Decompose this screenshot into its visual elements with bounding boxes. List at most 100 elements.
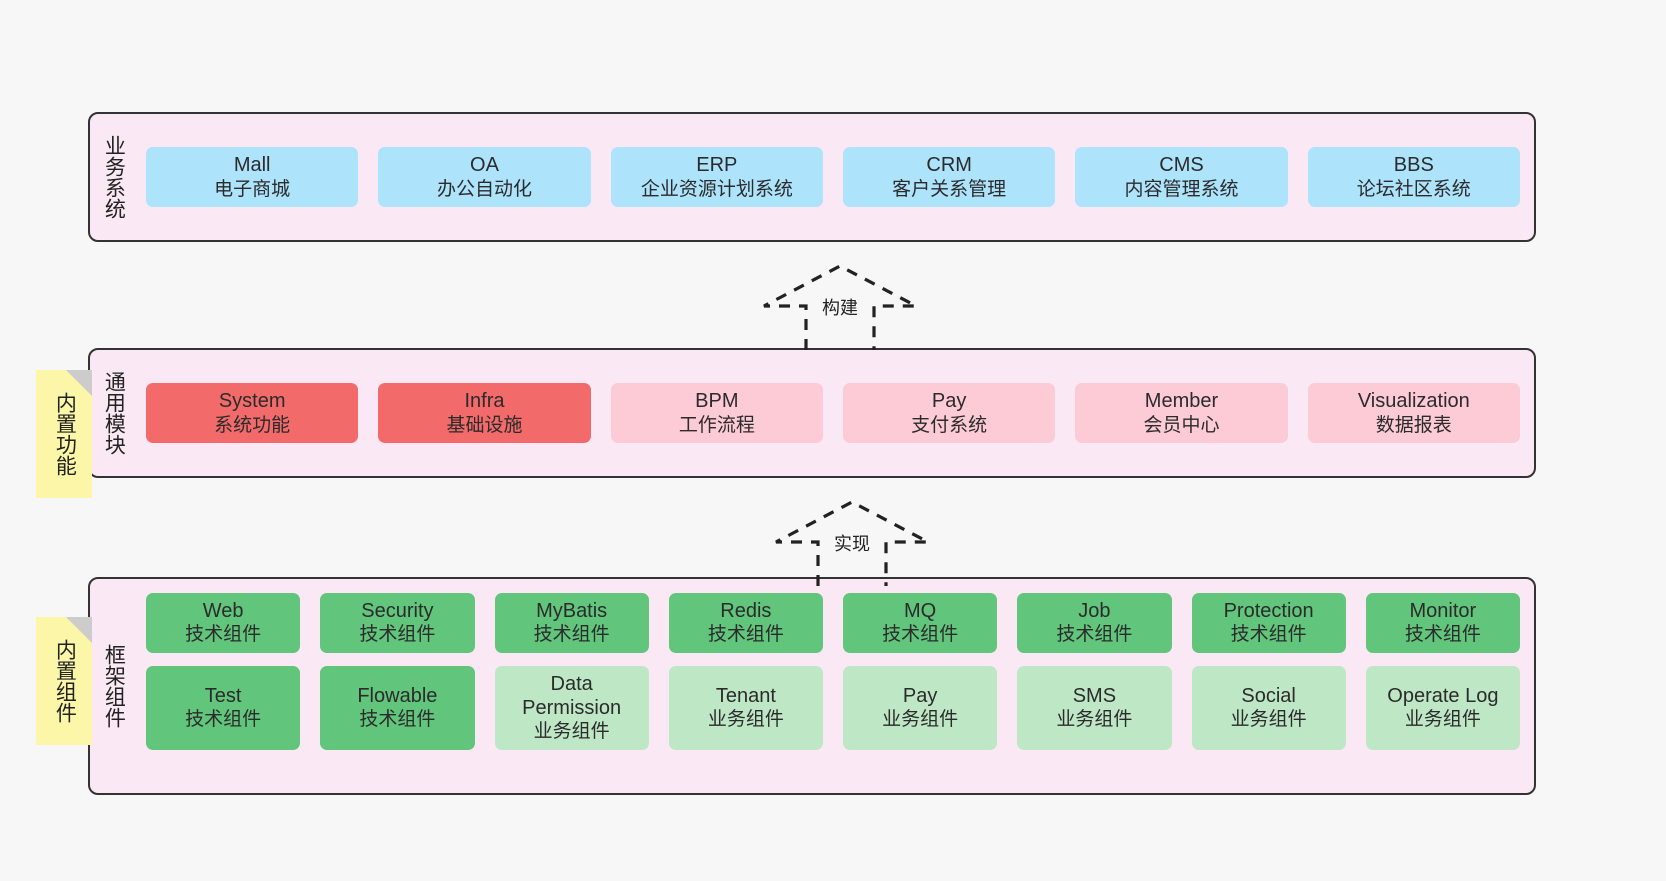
layer-title-business-system: 业务系统 xyxy=(102,135,126,219)
sticky-note-label: 内置功能 xyxy=(53,392,77,476)
card-flowable[interactable]: Flowable 技术组件 xyxy=(320,665,475,750)
card-title-cn: 技术组件 xyxy=(185,624,262,646)
card-sms[interactable]: SMS 业务组件 xyxy=(1017,665,1172,750)
card-monitor[interactable]: Monitor 技术组件 xyxy=(1365,593,1520,653)
layer-body-common-module: System 系统功能 Infra 基础设施 BPM 工作流程 Pay 支付系统… xyxy=(136,350,1534,476)
card-title-en: CMS xyxy=(1159,154,1204,177)
card-title-cn: 电子商城 xyxy=(214,178,291,200)
card-title-cn: 技术组件 xyxy=(533,624,610,646)
card-title-cn: 技术组件 xyxy=(359,624,436,646)
card-title-en: Job xyxy=(1078,600,1111,622)
card-title-cn: 论坛社区系统 xyxy=(1356,178,1471,200)
layer-business-system: 业务系统 Mall 电子商城 OA 办公自动化 ERP 企业资源计划系统 CRM… xyxy=(88,112,1536,242)
card-title-cn: 业务组件 xyxy=(1404,709,1481,731)
card-mall[interactable]: Mall 电子商城 xyxy=(146,147,359,207)
card-title-en: Infra xyxy=(464,390,505,413)
card-title-en: Mall xyxy=(233,154,271,177)
card-cms[interactable]: CMS 内容管理系统 xyxy=(1075,147,1288,207)
card-redis[interactable]: Redis 技术组件 xyxy=(668,593,823,653)
card-title-en: Tenant xyxy=(715,684,776,707)
card-member[interactable]: Member 会员中心 xyxy=(1075,383,1288,443)
build-arrow-icon xyxy=(763,264,917,350)
sticky-note-label: 内置组件 xyxy=(53,639,77,723)
card-title-en: System xyxy=(218,390,286,413)
card-title-cn: 客户关系管理 xyxy=(892,178,1007,200)
card-oa[interactable]: OA 办公自动化 xyxy=(378,147,591,207)
card-title-en: Protection xyxy=(1223,600,1314,622)
card-title-cn: 技术组件 xyxy=(1230,624,1307,646)
card-title-en: BBS xyxy=(1393,154,1434,177)
card-title-en: Social xyxy=(1241,684,1296,707)
connector-implement-arrow: 实现 xyxy=(772,500,932,586)
card-test[interactable]: Test 技术组件 xyxy=(146,665,301,750)
card-title-cn: 业务组件 xyxy=(1230,709,1307,731)
card-title-en: ERP xyxy=(696,154,738,177)
implement-arrow-icon xyxy=(775,500,929,586)
card-title-en: Redis xyxy=(720,600,772,622)
connector-implement-label: 实现 xyxy=(831,530,873,556)
framework-row-business: Test 技术组件 Flowable 技术组件 Data Permission … xyxy=(146,665,1520,750)
note-fold-corner-icon xyxy=(66,617,92,643)
card-mq[interactable]: MQ 技术组件 xyxy=(843,593,998,653)
card-title-en: MQ xyxy=(904,600,937,622)
card-title-en: SMS xyxy=(1072,684,1117,707)
card-title-en: Monitor xyxy=(1409,600,1477,622)
card-title-cn: 业务组件 xyxy=(882,709,959,731)
sticky-note-builtin-component: 内置组件 xyxy=(36,617,92,745)
layer-body-framework-component: Web 技术组件 Security 技术组件 MyBatis 技术组件 Redi… xyxy=(136,579,1534,793)
sticky-note-builtin-feature: 内置功能 xyxy=(36,370,92,498)
card-title-en: OA xyxy=(470,154,499,177)
card-title-en: Pay xyxy=(931,390,967,413)
card-title-en: Web xyxy=(202,600,244,622)
card-mybatis[interactable]: MyBatis 技术组件 xyxy=(494,593,649,653)
layer-common-module: 通用模块 System 系统功能 Infra 基础设施 BPM 工作流程 Pay… xyxy=(88,348,1536,478)
card-title-en: CRM xyxy=(926,154,972,177)
card-social[interactable]: Social 业务组件 xyxy=(1191,665,1346,750)
card-pay-component[interactable]: Pay 业务组件 xyxy=(843,665,998,750)
card-erp[interactable]: ERP 企业资源计划系统 xyxy=(610,147,823,207)
card-title-en: Security xyxy=(361,600,434,622)
card-title-cn: 内容管理系统 xyxy=(1124,178,1239,200)
card-title-cn: 技术组件 xyxy=(185,709,262,731)
card-title-en: BPM xyxy=(695,390,739,413)
card-title-en: Visualization xyxy=(1357,390,1470,413)
card-bpm[interactable]: BPM 工作流程 xyxy=(610,383,823,443)
connector-build-label: 构建 xyxy=(819,294,861,320)
layer-framework-component: 框架组件 Web 技术组件 Security 技术组件 MyBatis 技术组件… xyxy=(88,577,1536,795)
card-title-en: MyBatis xyxy=(536,600,608,622)
card-job[interactable]: Job 技术组件 xyxy=(1017,593,1172,653)
card-title-cn: 技术组件 xyxy=(1404,624,1481,646)
card-tenant[interactable]: Tenant 业务组件 xyxy=(668,665,823,750)
card-data-permission[interactable]: Data Permission 业务组件 xyxy=(494,665,649,750)
layer-title-common-module: 通用模块 xyxy=(102,371,126,455)
card-bbs[interactable]: BBS 论坛社区系统 xyxy=(1307,147,1520,207)
card-title-cn: 会员中心 xyxy=(1143,414,1220,436)
card-title-cn: 数据报表 xyxy=(1375,414,1452,436)
card-protection[interactable]: Protection 技术组件 xyxy=(1191,593,1346,653)
card-security[interactable]: Security 技术组件 xyxy=(320,593,475,653)
card-title-cn: 技术组件 xyxy=(1056,624,1133,646)
card-title-cn: 工作流程 xyxy=(678,414,755,436)
card-title-cn: 支付系统 xyxy=(911,414,988,436)
card-title-cn: 基础设施 xyxy=(446,414,523,436)
card-operate-log[interactable]: Operate Log 业务组件 xyxy=(1365,665,1520,750)
card-title-en: Pay xyxy=(902,684,938,707)
note-fold-corner-icon xyxy=(66,370,92,396)
card-title-cn: 技术组件 xyxy=(882,624,959,646)
card-title-en: Member xyxy=(1144,390,1219,413)
framework-row-technical: Web 技术组件 Security 技术组件 MyBatis 技术组件 Redi… xyxy=(146,593,1520,653)
card-title-cn: 办公自动化 xyxy=(436,178,532,200)
card-title-en: Operate Log xyxy=(1387,684,1499,707)
card-crm[interactable]: CRM 客户关系管理 xyxy=(842,147,1056,207)
card-title-cn: 业务组件 xyxy=(533,721,610,743)
card-title-cn: 业务组件 xyxy=(707,709,784,731)
card-title-cn: 企业资源计划系统 xyxy=(640,178,793,200)
card-infra[interactable]: Infra 基础设施 xyxy=(378,383,591,443)
card-title-en: Flowable xyxy=(357,684,438,707)
card-system[interactable]: System 系统功能 xyxy=(146,383,359,443)
connector-build-arrow: 构建 xyxy=(760,264,920,350)
card-pay-module[interactable]: Pay 支付系统 xyxy=(842,383,1056,443)
card-web[interactable]: Web 技术组件 xyxy=(146,593,301,653)
card-visualization[interactable]: Visualization 数据报表 xyxy=(1307,383,1520,443)
